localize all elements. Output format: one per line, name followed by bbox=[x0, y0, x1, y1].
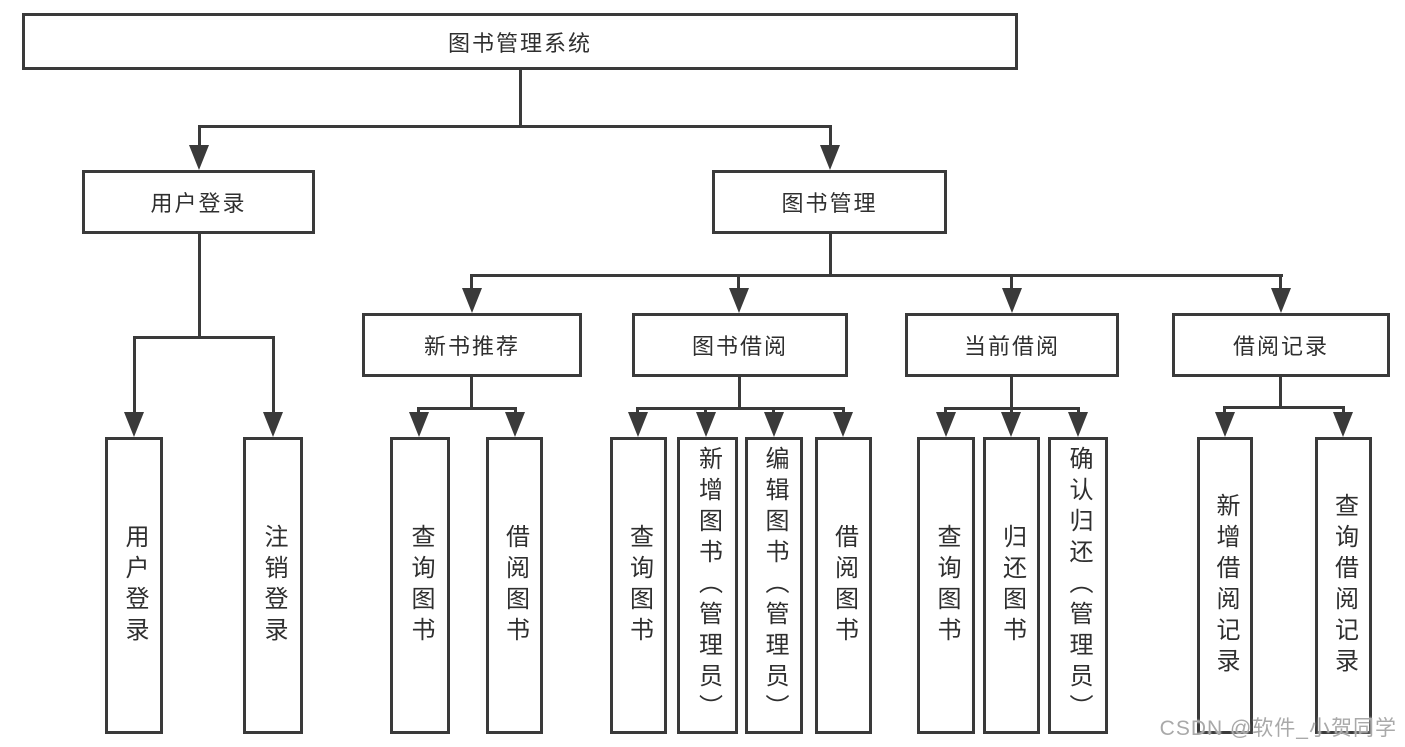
leaf-query-borrow-record: 查询借阅记录 bbox=[1315, 437, 1372, 734]
connector-line bbox=[198, 234, 201, 336]
node-book-borrowing: 图书借阅 bbox=[632, 313, 848, 377]
node-label: 归还图书 bbox=[998, 523, 1025, 648]
arrow-down-icon bbox=[462, 288, 482, 313]
leaf-query-books: 查询图书 bbox=[610, 437, 667, 734]
arrow-down-icon bbox=[1068, 412, 1088, 437]
connector-line bbox=[737, 274, 740, 290]
connector-line bbox=[519, 70, 522, 125]
connector-line bbox=[636, 407, 845, 410]
connector-line bbox=[1010, 274, 1013, 290]
connector-line bbox=[829, 125, 832, 149]
connector-line bbox=[738, 377, 741, 407]
node-user-login: 用户登录 bbox=[82, 170, 315, 234]
node-label: 查询图书 bbox=[625, 523, 652, 648]
connector-line bbox=[133, 336, 275, 339]
connector-line bbox=[1223, 406, 1345, 409]
leaf-add-borrow-record: 新增借阅记录 bbox=[1197, 437, 1253, 734]
node-label: 查询图书 bbox=[407, 523, 433, 648]
node-label: 新书推荐 bbox=[423, 334, 520, 359]
leaf-user-login: 用户登录 bbox=[105, 437, 163, 734]
connector-line bbox=[829, 234, 832, 274]
node-label: 图书管理系统 bbox=[447, 30, 592, 56]
node-label: 用户登录 bbox=[121, 523, 147, 648]
leaf-logout: 注销登录 bbox=[243, 437, 303, 734]
node-current-borrowing: 当前借阅 bbox=[905, 313, 1119, 377]
arrow-down-icon bbox=[189, 145, 209, 170]
node-library-system: 图书管理系统 bbox=[22, 13, 1018, 70]
node-label: 当前借阅 bbox=[963, 334, 1060, 359]
arrow-down-icon bbox=[764, 412, 784, 437]
leaf-return-books: 归还图书 bbox=[983, 437, 1040, 734]
connector-line bbox=[470, 274, 473, 290]
node-label: 查询借阅记录 bbox=[1330, 492, 1357, 679]
node-label: 编辑图书（管理员） bbox=[761, 446, 787, 725]
node-label: 确认归还（管理员） bbox=[1065, 446, 1091, 725]
leaf-edit-books-admin: 编辑图书（管理员） bbox=[745, 437, 803, 734]
arrow-down-icon bbox=[820, 145, 840, 170]
arrow-down-icon bbox=[1215, 412, 1235, 437]
node-label: 图书管理 bbox=[781, 191, 878, 216]
connector-line bbox=[1279, 274, 1282, 290]
connector-line bbox=[272, 336, 275, 414]
connector-line bbox=[1342, 406, 1345, 417]
node-label: 查询图书 bbox=[933, 523, 959, 648]
leaf-borrow-books: 借阅图书 bbox=[486, 437, 543, 734]
leaf-add-books-admin: 新增图书（管理员） bbox=[677, 437, 738, 734]
arrow-down-icon bbox=[936, 412, 956, 437]
node-label: 注销登录 bbox=[260, 523, 286, 648]
connector-line bbox=[1223, 406, 1226, 417]
node-label: 图书借阅 bbox=[691, 334, 788, 359]
node-new-book-recommend: 新书推荐 bbox=[362, 313, 582, 377]
leaf-borrow-books: 借阅图书 bbox=[815, 437, 872, 734]
watermark: CSDN @软件_小贺同学 bbox=[1159, 717, 1397, 740]
connector-line bbox=[133, 336, 136, 414]
leaf-query-books: 查询图书 bbox=[917, 437, 975, 734]
node-borrow-records: 借阅记录 bbox=[1172, 313, 1390, 377]
node-book-management: 图书管理 bbox=[712, 170, 947, 234]
connector-line bbox=[470, 274, 1283, 277]
connector-line bbox=[1279, 377, 1282, 406]
node-label: 新增图书（管理员） bbox=[694, 446, 721, 725]
arrow-down-icon bbox=[833, 412, 853, 437]
arrow-down-icon bbox=[1271, 288, 1291, 313]
connector-line bbox=[198, 125, 832, 128]
arrow-down-icon bbox=[696, 412, 716, 437]
arrow-down-icon bbox=[1001, 412, 1021, 437]
leaf-query-books: 查询图书 bbox=[390, 437, 450, 734]
connector-line bbox=[470, 377, 473, 407]
connector-line bbox=[198, 125, 201, 149]
connector-line bbox=[417, 407, 517, 410]
arrow-down-icon bbox=[1002, 288, 1022, 313]
arrow-down-icon bbox=[409, 412, 429, 437]
node-label: 借阅图书 bbox=[501, 523, 528, 648]
connector-line bbox=[1010, 377, 1013, 407]
arrow-down-icon bbox=[628, 412, 648, 437]
node-label: 用户登录 bbox=[150, 191, 247, 216]
node-label: 新增借阅记录 bbox=[1212, 492, 1238, 679]
leaf-confirm-return-admin: 确认归还（管理员） bbox=[1048, 437, 1108, 734]
node-label: 借阅记录 bbox=[1232, 334, 1329, 359]
arrow-down-icon bbox=[124, 412, 144, 437]
arrow-down-icon bbox=[263, 412, 283, 437]
arrow-down-icon bbox=[505, 412, 525, 437]
arrow-down-icon bbox=[729, 288, 749, 313]
arrow-down-icon bbox=[1333, 412, 1353, 437]
node-label: 借阅图书 bbox=[830, 523, 857, 648]
